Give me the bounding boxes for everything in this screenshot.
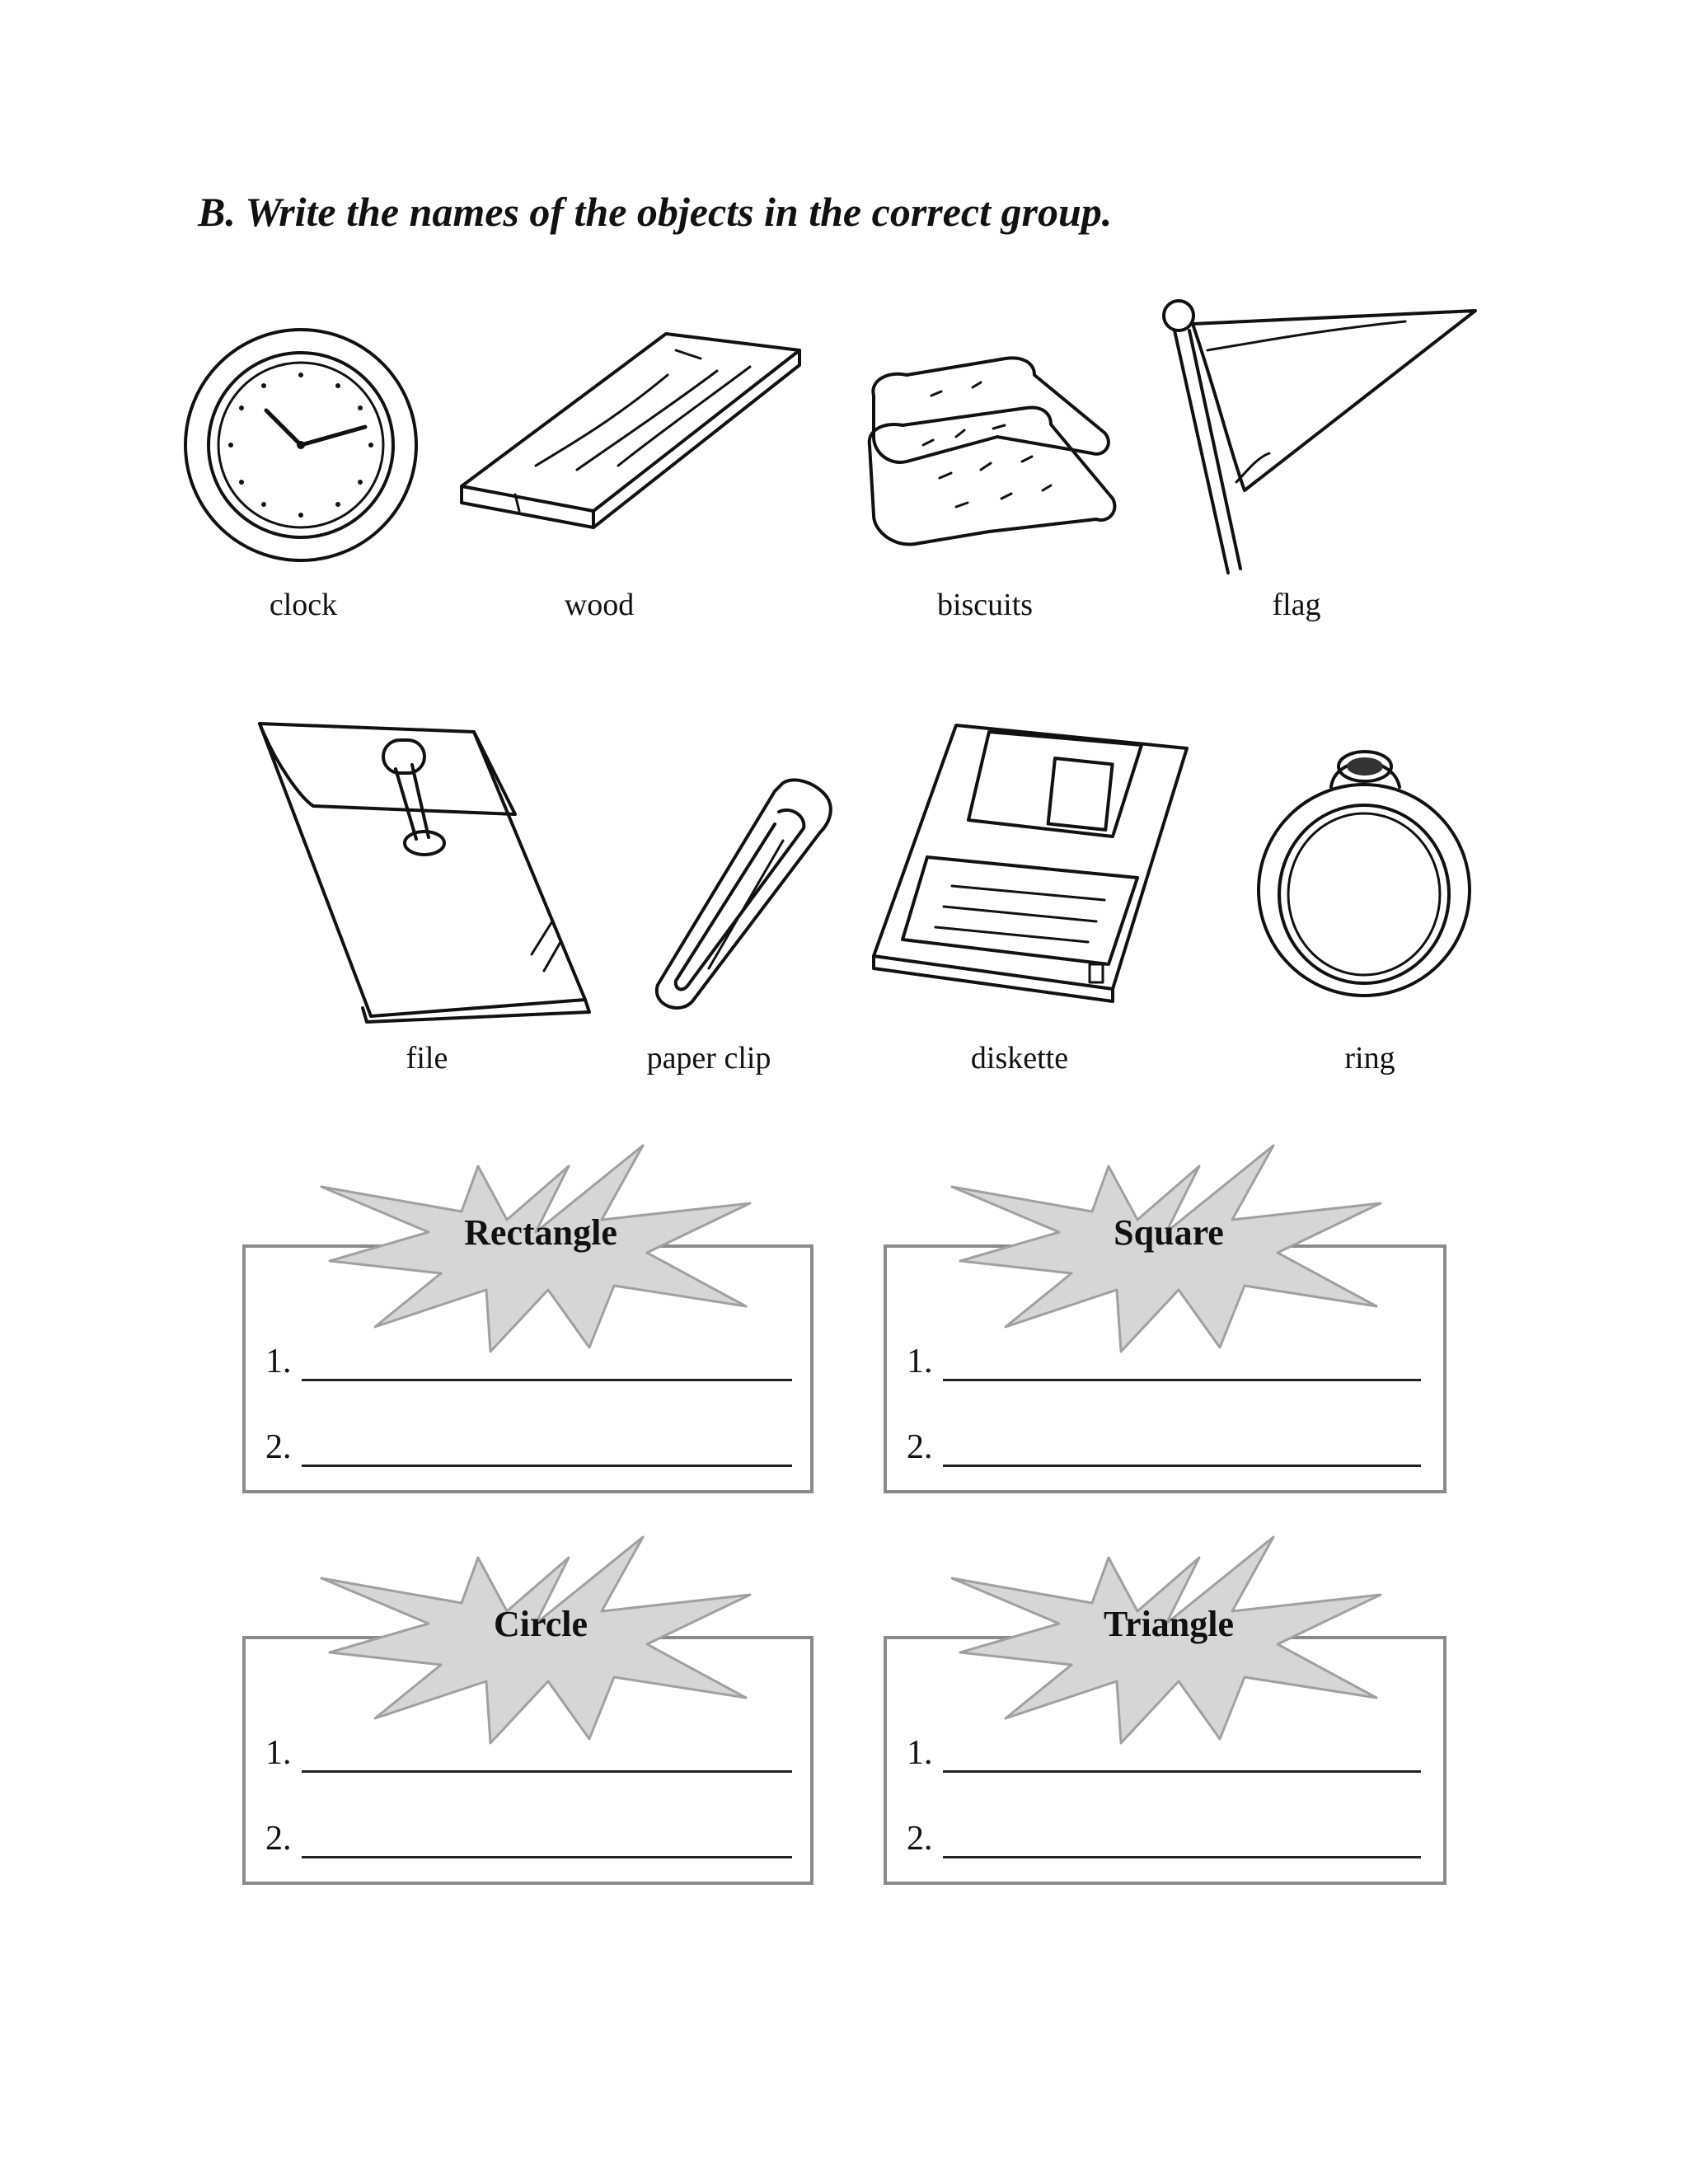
group-title-circle: Circle [493,1604,588,1644]
answer-line-square-1[interactable]: 1. [907,1342,1421,1381]
flag-icon [1158,293,1488,577]
object-label-file: file [406,1041,448,1076]
object-label-wood: wood [564,588,635,622]
line-number: 1. [907,1734,933,1772]
line-number: 1. [907,1343,933,1380]
line-number: 1. [265,1343,292,1380]
diskette-icon [865,717,1195,1003]
object-label-clock: clock [269,588,338,622]
file-folder-icon [251,715,598,1024]
answer-line-rectangle-2[interactable]: 2. [265,1427,792,1467]
biscuits-icon [857,346,1121,560]
answer-line-circle-2[interactable]: 2. [265,1819,792,1858]
object-label-biscuits: biscuits [936,588,1034,622]
object-label-ring: ring [1344,1041,1395,1076]
line-number: 1. [265,1734,292,1772]
line-number: 2. [265,1820,292,1858]
object-label-flag: flag [1272,588,1321,622]
line-number: 2. [907,1820,933,1858]
starburst-circle [317,1533,754,1745]
starburst-rectangle [317,1141,754,1353]
ring-icon [1253,729,1475,1001]
line-number: 2. [265,1428,292,1466]
starburst-square [948,1141,1385,1353]
answer-line-triangle-2[interactable]: 2. [907,1819,1421,1858]
object-label-diskette: diskette [970,1041,1069,1076]
clock-icon [177,321,424,569]
line-number: 2. [907,1428,933,1466]
wood-plank-icon [453,326,808,529]
answer-line-rectangle-1[interactable]: 1. [265,1342,792,1381]
group-title-rectangle: Rectangle [464,1212,617,1253]
answer-line-triangle-1[interactable]: 1. [907,1733,1421,1773]
answer-line-square-2[interactable]: 2. [907,1427,1421,1467]
paper-clip-icon [643,775,841,1014]
starburst-triangle [948,1533,1385,1745]
group-title-square: Square [1114,1212,1224,1253]
answer-line-circle-1[interactable]: 1. [265,1733,792,1773]
object-label-paper-clip: paper clip [646,1041,771,1076]
group-title-triangle: Triangle [1103,1604,1235,1644]
instruction-heading: B. Write the names of the objects in the… [198,189,1113,235]
